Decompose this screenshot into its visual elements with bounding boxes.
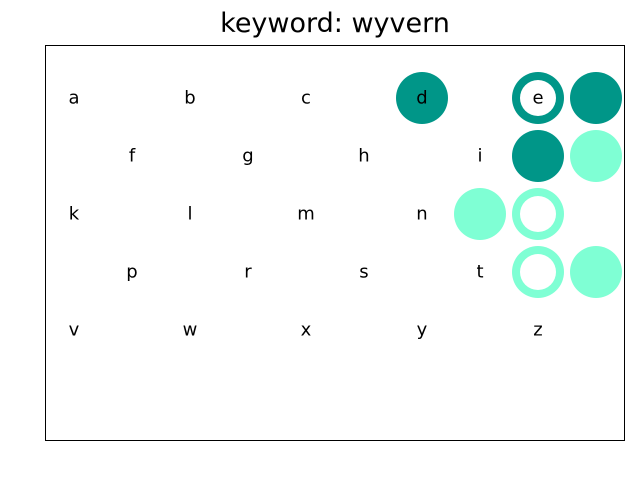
mark-filled-dark-r0-m0 [396, 72, 448, 124]
letter-l: l [187, 204, 192, 225]
mark-ring-hole-r2-m1 [520, 196, 556, 232]
letter-z: z [533, 320, 542, 341]
letter-g: g [242, 146, 253, 167]
mark-ring-hole-r3-m0 [520, 254, 556, 290]
letter-x: x [301, 320, 312, 341]
mark-ring-hole-r0-m1 [520, 80, 556, 116]
mark-filled-dark-r1-m0 [512, 130, 564, 182]
letter-f: f [129, 146, 136, 167]
keyword-title: keyword: wyvern [220, 8, 450, 39]
letter-a: a [68, 88, 79, 109]
letter-e: e [532, 88, 543, 109]
letter-m: m [297, 204, 315, 225]
letter-y: y [417, 320, 428, 341]
letter-b: b [184, 88, 195, 109]
letter-w: w [183, 320, 198, 341]
board-frame [45, 45, 625, 441]
letter-r: r [244, 262, 252, 283]
letter-k: k [69, 204, 80, 225]
letter-p: p [126, 262, 137, 283]
mark-filled-light-r3-m1 [570, 246, 622, 298]
letter-h: h [358, 146, 369, 167]
letter-s: s [359, 262, 368, 283]
letter-v: v [69, 320, 80, 341]
mark-filled-dark-r0-m2 [570, 72, 622, 124]
letters-layer: a b c d e f g h i k l m n p r s t v w x y z [68, 88, 543, 341]
letter-t: t [476, 262, 483, 283]
marks-layer [396, 72, 622, 298]
letter-d: d [416, 88, 427, 109]
letter-c: c [301, 88, 311, 109]
letter-i: i [477, 146, 482, 167]
mark-filled-light-r2-m0 [454, 188, 506, 240]
mark-filled-light-r1-m1 [570, 130, 622, 182]
letter-n: n [416, 204, 427, 225]
